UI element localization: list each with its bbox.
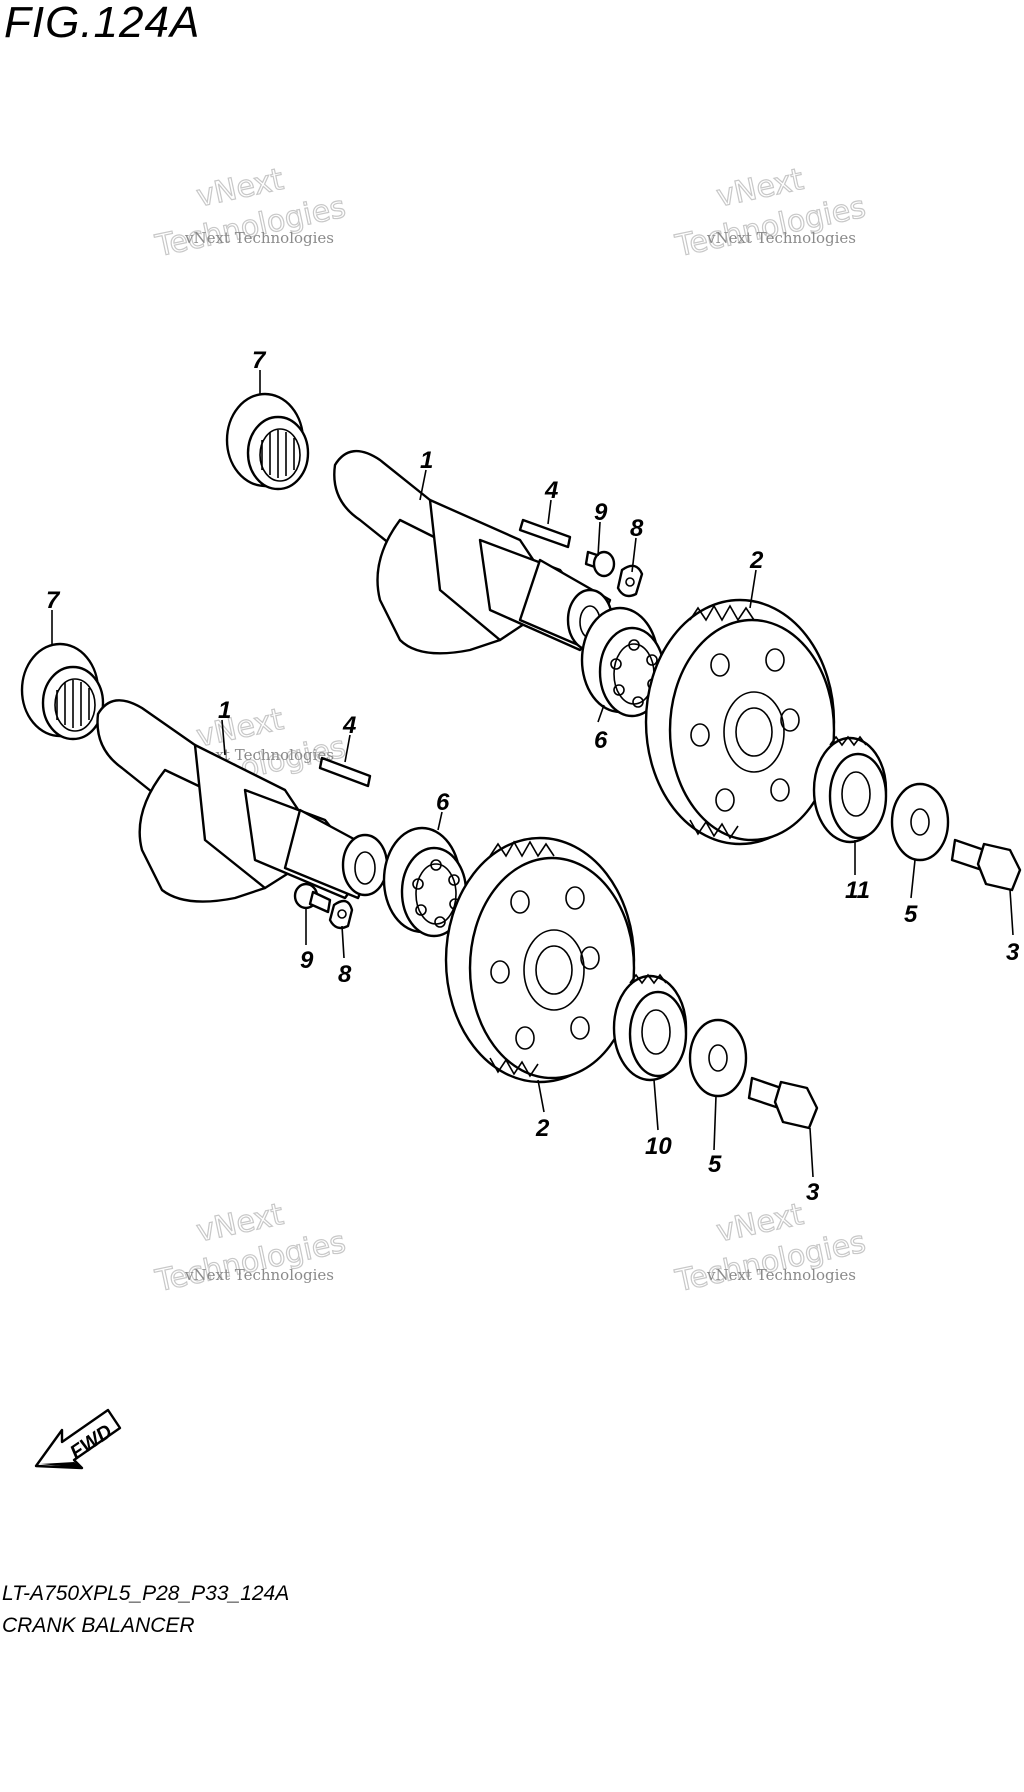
key-upper (518, 518, 572, 549)
callout-5: 5 (904, 901, 918, 928)
callout-8: 8 (630, 515, 644, 542)
balancer-gear-upper (644, 598, 836, 846)
callout-4: 4 (342, 712, 356, 739)
callouts-lower: 7 1 4 6 9 8 2 10 5 3 (46, 587, 820, 1206)
callout-6: 6 (594, 727, 608, 754)
small-bolt-lower (293, 882, 332, 914)
key-lower (318, 756, 372, 788)
callouts-upper: 7 1 4 9 8 2 6 11 5 3 (252, 347, 1020, 966)
bolt-lower (747, 1076, 819, 1130)
small-gear-lower (612, 973, 688, 1082)
screw-upper (616, 564, 644, 598)
small-gear-upper (812, 735, 888, 844)
callout-7: 7 (252, 347, 267, 374)
callout-11: 11 (845, 877, 870, 904)
callout-1: 1 (218, 697, 231, 724)
callout-7: 7 (46, 587, 61, 614)
callout-2: 2 (535, 1115, 550, 1142)
figure-code: LT-A750XPL5_P28_P33_124A (2, 1582, 290, 1605)
leader-lines (51, 370, 1014, 1178)
watermark-text: vNext Technologies (184, 229, 334, 247)
watermark-text: vNext Technologies (706, 229, 856, 247)
watermark-text: vNext Technologies (706, 1266, 856, 1284)
ball-bearing-lower (382, 826, 468, 938)
callout-3: 3 (1006, 939, 1020, 966)
callout-5: 5 (708, 1151, 722, 1178)
balancer-shaft-lower (96, 699, 389, 903)
callout-10: 10 (645, 1133, 672, 1160)
watermark: vNext Technologies (671, 161, 869, 264)
callout-2: 2 (749, 547, 764, 574)
callout-8: 8 (338, 961, 352, 988)
balancer-shaft-upper (333, 450, 614, 655)
needle-bearing-lower (20, 642, 105, 741)
callout-3: 3 (806, 1179, 820, 1206)
bolt-upper (950, 838, 1022, 892)
fwd-arrow: FWD (34, 1408, 122, 1470)
callout-9: 9 (300, 947, 314, 974)
needle-bearing-upper (225, 392, 310, 491)
callout-1: 1 (420, 447, 433, 474)
callout-6: 6 (436, 789, 450, 816)
figure-name: CRANK BALANCER (2, 1614, 195, 1637)
washer-upper (890, 782, 950, 862)
watermark: vNext Technologies (151, 161, 349, 264)
washer-lower (688, 1018, 748, 1098)
small-bolt-upper (584, 550, 616, 578)
callout-4: 4 (544, 477, 558, 504)
figure-title: FIG.124A (4, 0, 201, 47)
callout-9: 9 (594, 499, 608, 526)
screw-lower (328, 899, 354, 930)
balancer-gear-lower (444, 836, 636, 1084)
watermark-text: vNext Technologies (184, 1266, 334, 1284)
